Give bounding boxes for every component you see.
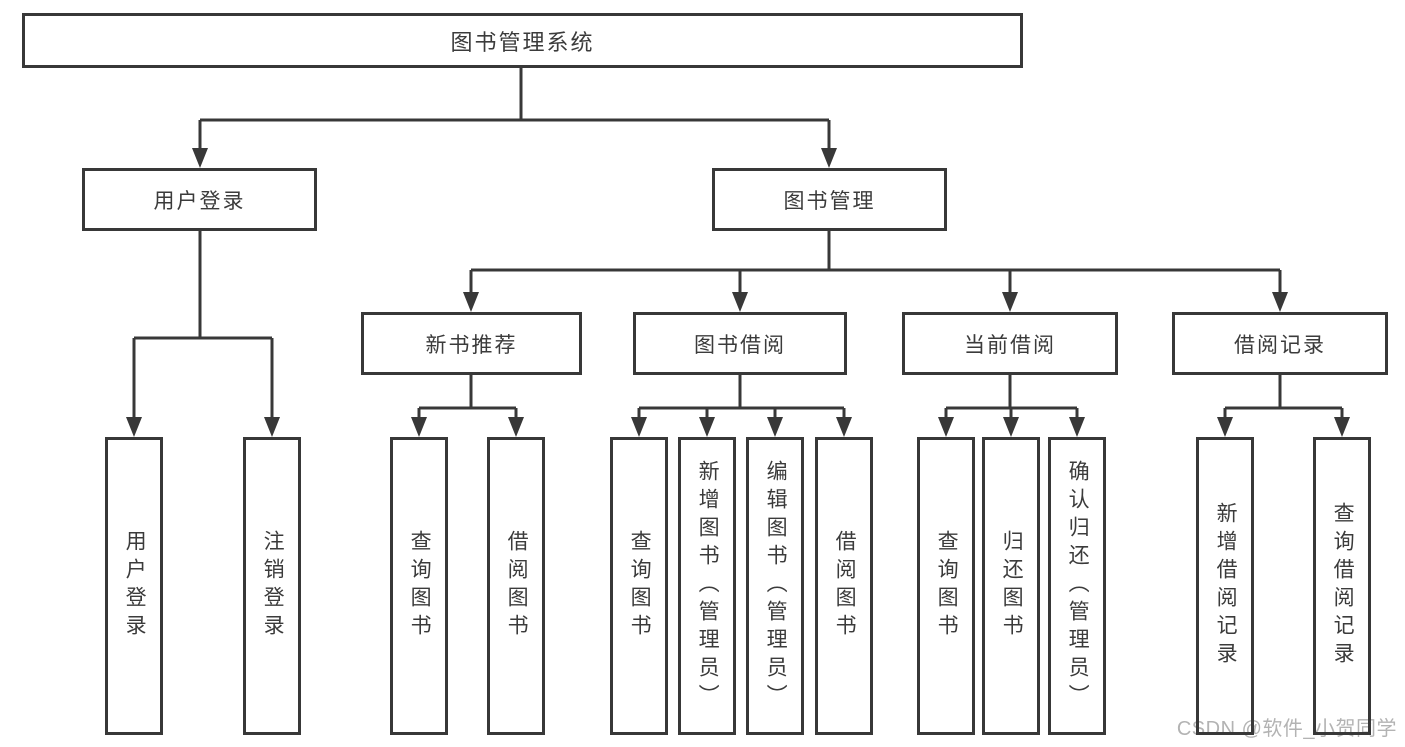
leaf-query-book-recommend: 查询图书 (390, 437, 448, 735)
node-label: 借阅图书 (505, 530, 529, 642)
leaf-return-book: 归还图书 (982, 437, 1040, 735)
node-label: 查询图书 (935, 530, 959, 642)
leaf-confirm-return-admin: 确认归还（管理员） (1048, 437, 1106, 735)
leaf-query-borrow-record: 查询借阅记录 (1313, 437, 1371, 735)
node-label: 图书借阅 (694, 333, 786, 357)
node-label: 图书管理系统 (450, 29, 595, 55)
csdn-watermark: CSDN @软件_小贺同学 (1176, 718, 1397, 740)
node-new-book-recommend: 新书推荐 (361, 312, 582, 375)
node-label: 用户登录 (123, 530, 147, 642)
leaf-add-borrow-record: 新增借阅记录 (1196, 437, 1254, 735)
node-label: 确认归还（管理员） (1066, 460, 1090, 712)
node-root-library-system: 图书管理系统 (22, 13, 1023, 68)
node-label: 查询图书 (408, 530, 432, 642)
node-label: 借阅图书 (833, 530, 857, 642)
node-label: 借阅记录 (1234, 333, 1326, 357)
node-user-login: 用户登录 (82, 168, 317, 231)
leaf-logout: 注销登录 (243, 437, 301, 735)
leaf-edit-book-admin: 编辑图书（管理员） (746, 437, 804, 735)
node-label: 当前借阅 (964, 333, 1056, 357)
leaf-query-book: 查询图书 (610, 437, 668, 735)
node-book-management: 图书管理 (712, 168, 947, 231)
leaf-user-login: 用户登录 (105, 437, 163, 735)
node-book-borrowing: 图书借阅 (633, 312, 847, 375)
leaf-query-book-current: 查询图书 (917, 437, 975, 735)
arrowheads (126, 148, 1350, 437)
leaf-borrow-book-recommend: 借阅图书 (487, 437, 545, 735)
node-label: 编辑图书（管理员） (764, 460, 788, 712)
node-label: 查询图书 (628, 530, 652, 642)
node-borrow-records: 借阅记录 (1172, 312, 1388, 375)
leaf-add-book-admin: 新增图书（管理员） (678, 437, 736, 735)
node-label: 新增图书（管理员） (696, 460, 720, 712)
node-label: 查询借阅记录 (1331, 502, 1355, 670)
leaf-borrow-book: 借阅图书 (815, 437, 873, 735)
node-label: 图书管理 (783, 189, 876, 213)
node-label: 归还图书 (1000, 530, 1024, 642)
node-label: 新书推荐 (425, 333, 518, 357)
node-label: 新增借阅记录 (1214, 502, 1238, 670)
node-current-borrowing: 当前借阅 (902, 312, 1118, 375)
node-label: 用户登录 (153, 189, 246, 213)
node-label: 注销登录 (261, 530, 285, 642)
